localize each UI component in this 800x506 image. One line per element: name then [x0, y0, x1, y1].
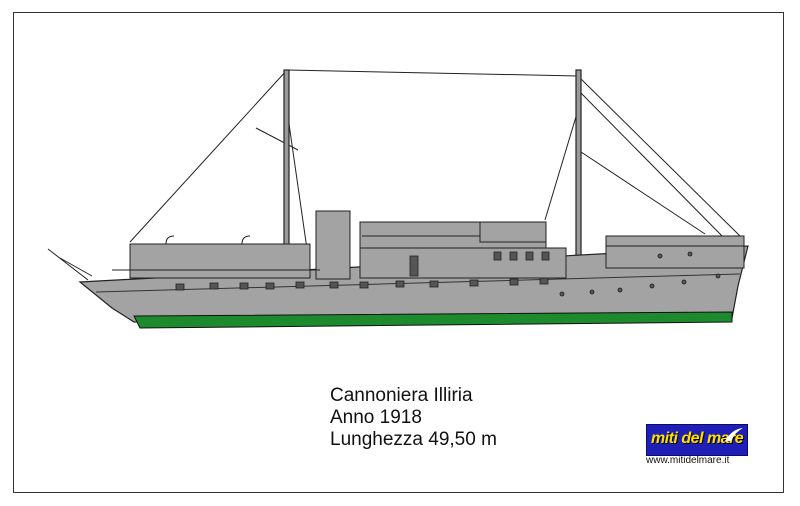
portholes — [175, 251, 721, 297]
rigging — [47, 69, 741, 281]
length-caption: Lunghezza 49,50 m — [330, 429, 497, 450]
logo-text: miti del mare — [651, 430, 744, 447]
wave-icon — [725, 428, 743, 441]
waterline-stripe — [133, 311, 733, 329]
superstructure — [129, 210, 745, 280]
year-caption: Anno 1918 — [330, 407, 422, 428]
railings — [112, 235, 744, 271]
ship-name-caption: Cannoniera Illiria — [330, 385, 473, 406]
miti-del-mare-logo[interactable]: miti del mare — [646, 424, 748, 456]
deck-line — [95, 273, 741, 293]
website-url[interactable]: www.mitidelmare.it — [646, 455, 730, 466]
